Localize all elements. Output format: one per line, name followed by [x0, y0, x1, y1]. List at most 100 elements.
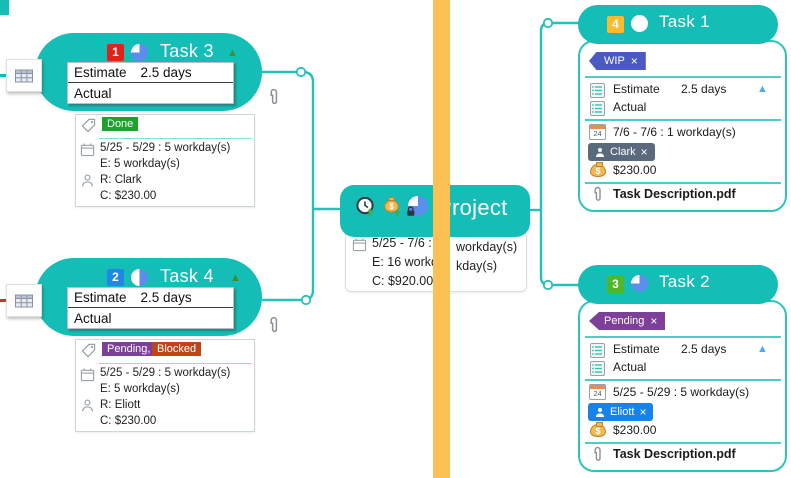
task4-schedule: 5/25 - 5/29 : 5 workday(s) [100, 367, 231, 379]
task1-estimate-label: Estimate [613, 82, 660, 96]
task2-actual-label: Actual [613, 360, 647, 374]
task3-cost: C: $230.00 [100, 190, 157, 202]
person-icon [82, 399, 93, 412]
task1-assignee-chip[interactable]: Clark × [588, 143, 655, 161]
person-icon [596, 148, 604, 157]
connector-handle[interactable] [542, 279, 554, 291]
card-divider [585, 336, 781, 338]
assignee-name: Clark [610, 146, 636, 158]
task1-title: Task 1 [659, 12, 710, 31]
task3-tag-done[interactable]: Done [102, 117, 139, 131]
tag-icon [81, 118, 96, 133]
attachment-paperclip-icon [594, 446, 601, 461]
project-cost: C: $920.00 [372, 274, 434, 288]
spreadsheet-icon [15, 294, 33, 307]
card-divider [585, 76, 781, 78]
task4-estimate-box: Estimate 2.5 days Actual [67, 287, 234, 329]
task2-cost: $230.00 [613, 423, 657, 437]
task3-collapse-icon[interactable]: ▲ [227, 47, 238, 59]
money-bag-icon: $ [590, 162, 606, 177]
estimate-label: Estimate [74, 290, 127, 305]
calendar-24-icon: 24 [589, 124, 606, 140]
tag-label: WIP [604, 55, 625, 67]
estimate-label: Estimate [74, 65, 127, 80]
task2-priority-badge: 3 [607, 276, 624, 293]
attachment-paperclip-icon[interactable] [266, 316, 281, 336]
list-icon [590, 343, 605, 358]
list-icon [590, 361, 605, 376]
task4-tag-pending[interactable]: Pending, [102, 342, 156, 356]
task2-progress-icon [631, 275, 648, 292]
task1-cost: $230.00 [613, 163, 657, 177]
task3-notes-button[interactable] [6, 59, 42, 92]
calendar-icon [352, 238, 367, 252]
task3-resource: R: Clark [100, 174, 142, 186]
cost-tracking-icon: $ [384, 197, 400, 217]
task1-estimate-value: 2.5 days [681, 82, 727, 96]
connector-handle[interactable] [542, 17, 554, 29]
task3-progress-icon [131, 44, 148, 61]
branch-stub-top [0, 74, 8, 77]
attachment-paperclip-icon [594, 186, 601, 201]
task4-title: Task 4 [160, 266, 214, 286]
card-divider [585, 119, 781, 121]
estimate-value: 2.5 days [140, 65, 192, 80]
project-schedule-left: 5/25 - 7/6 : [372, 236, 432, 250]
calendar-icon [80, 368, 95, 382]
task2-assignee-chip[interactable]: Eliott × [588, 403, 654, 421]
task1-progress-icon [631, 15, 648, 32]
branch-stub-bottom [0, 299, 8, 302]
list-icon [590, 83, 605, 98]
tag-label: Pending [604, 315, 645, 327]
task3-estimate-box: Estimate 2.5 days Actual [67, 62, 234, 104]
task1-schedule: 7/6 - 7/6 : 1 workday(s) [613, 125, 736, 139]
card-divider [99, 138, 251, 139]
project-effort-right: kday(s) [456, 259, 497, 273]
task2-tag-pending[interactable]: Pending × [589, 312, 666, 330]
task3-effort: E: 5 workday(s) [100, 158, 180, 170]
time-tracking-icon [356, 196, 374, 216]
close-icon[interactable]: × [650, 314, 658, 328]
comparison-slider-bar[interactable] [433, 0, 450, 478]
calendar-icon [80, 143, 95, 157]
task1-estimate-collapse-icon[interactable]: ▲ [757, 83, 768, 95]
close-icon[interactable]: × [630, 54, 638, 68]
actual-label: Actual [74, 310, 112, 326]
calendar-day-number: 24 [593, 129, 602, 138]
task2-attachment[interactable]: Task Description.pdf [613, 447, 736, 461]
estimate-value: 2.5 days [140, 290, 192, 305]
spreadsheet-icon [15, 69, 33, 82]
task2-estimate-collapse-icon[interactable]: ▲ [757, 343, 768, 355]
task1-tag-wip[interactable]: WIP × [589, 52, 646, 70]
calendar-day-number: 24 [593, 389, 602, 398]
connector-handle[interactable] [300, 294, 312, 306]
card-divider [585, 182, 781, 184]
task4-notes-button[interactable] [6, 284, 42, 317]
task4-tag-blocked[interactable]: Blocked [152, 342, 202, 356]
task4-collapse-icon[interactable]: ▲ [230, 272, 241, 284]
calendar-strip [590, 125, 605, 129]
actual-label: Actual [74, 85, 112, 101]
task1-attachment[interactable]: Task Description.pdf [613, 187, 736, 201]
connector-handle[interactable] [295, 66, 307, 78]
attachment-paperclip-icon[interactable] [266, 88, 281, 108]
assignee-name: Eliott [610, 406, 635, 418]
task2-estimate-value: 2.5 days [681, 342, 727, 356]
task3-title: Task 3 [160, 41, 214, 61]
task4-cost: C: $230.00 [100, 415, 157, 427]
task4-resource: R: Eliott [100, 399, 141, 411]
card-divider [585, 442, 781, 444]
project-effort-left: E: 16 workd [372, 255, 439, 269]
task2-title: Task 2 [659, 272, 710, 291]
task3-priority-badge: 1 [107, 44, 124, 61]
person-icon [82, 174, 93, 187]
close-icon[interactable]: × [639, 405, 647, 419]
task4-progress-icon [131, 269, 148, 286]
person-icon [596, 408, 604, 417]
task4-priority-badge: 2 [107, 269, 124, 286]
task4-effort: E: 5 workday(s) [100, 383, 180, 395]
close-icon[interactable]: × [640, 145, 648, 159]
task2-schedule: 5/25 - 5/29 : 5 workday(s) [613, 385, 750, 399]
